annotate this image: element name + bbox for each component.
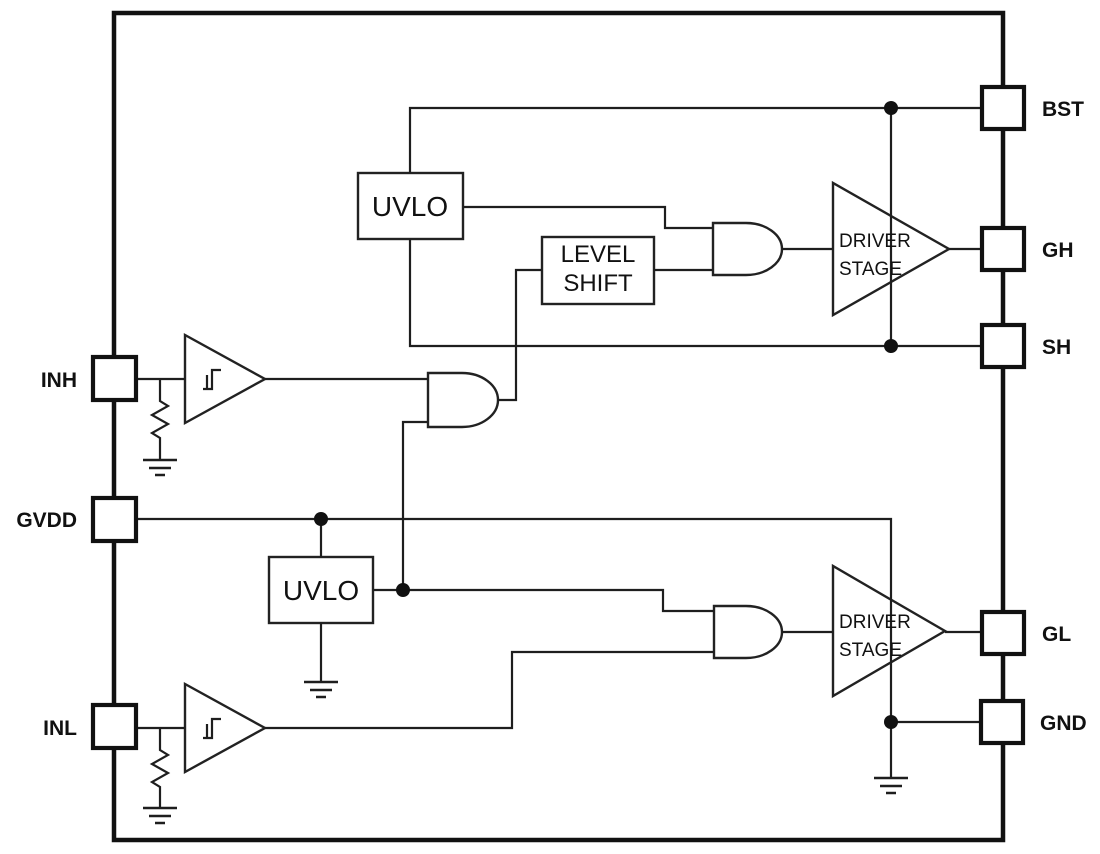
pin-gvdd [90,495,139,544]
pin-inh [90,354,139,403]
ic-boundary [111,10,1006,843]
and-gate-inh [426,371,500,429]
level-shift-label-line2: SHIFT [563,270,633,297]
pin-gh [979,225,1027,273]
driver-low-label-line2: STAGE [839,640,902,661]
uvlo-high-block [356,171,465,241]
ground-icon [304,680,338,699]
wire-uvlo-low-out [373,588,714,613]
junction-dot [396,583,410,597]
resistor-inl [149,728,171,808]
and-gate-high-side [711,221,784,277]
driver-high-label-line1: DRIVER [839,231,911,252]
resistor-inh [149,379,171,460]
ground-icon [143,806,177,825]
wire-gvdd-rail [136,517,893,722]
uvlo-high-label: UVLO [372,191,448,222]
pin-label-gnd: GND [1040,712,1087,735]
schmitt-trigger-inl [183,681,268,775]
wire-sh [408,239,982,348]
level-shift-block [540,235,656,306]
junction-dot [314,512,328,526]
wire-inl-schmitt-out [265,650,714,730]
junction-dot [884,339,898,353]
wire-uvlo-high-out [463,205,713,230]
pin-inl [90,702,139,751]
pin-bst [979,84,1027,132]
driver-high-label-line2: STAGE [839,259,902,280]
schmitt-trigger-inh [183,332,268,426]
pin-label-inh: INH [41,369,77,392]
pin-sh [979,322,1027,370]
pin-label-sh: SH [1042,336,1071,359]
level-shift-label-line1: LEVEL [561,241,636,268]
pin-label-inl: INL [43,717,77,740]
hysteresis-icon [203,368,221,391]
junction-dot [884,715,898,729]
hysteresis-icon [203,717,221,740]
ground-icon [143,458,177,477]
pin-label-gh: GH [1042,239,1074,262]
pin-gnd [978,698,1026,746]
pin-label-gvdd: GVDD [16,509,77,532]
wire-gnd [889,720,981,778]
pin-gl [979,609,1027,657]
driver-low-label-line1: DRIVER [839,612,911,633]
wire-and-inh-to-level-shift [498,268,542,402]
wire-bst [408,106,982,173]
pin-label-gl: GL [1042,623,1071,646]
pin-label-bst: BST [1042,98,1084,121]
ground-icon [874,776,908,795]
junction-dot [884,101,898,115]
and-gate-low-side [712,604,784,660]
wire-uvlo-low-enable-high [401,420,428,590]
uvlo-low-label: UVLO [283,575,359,606]
